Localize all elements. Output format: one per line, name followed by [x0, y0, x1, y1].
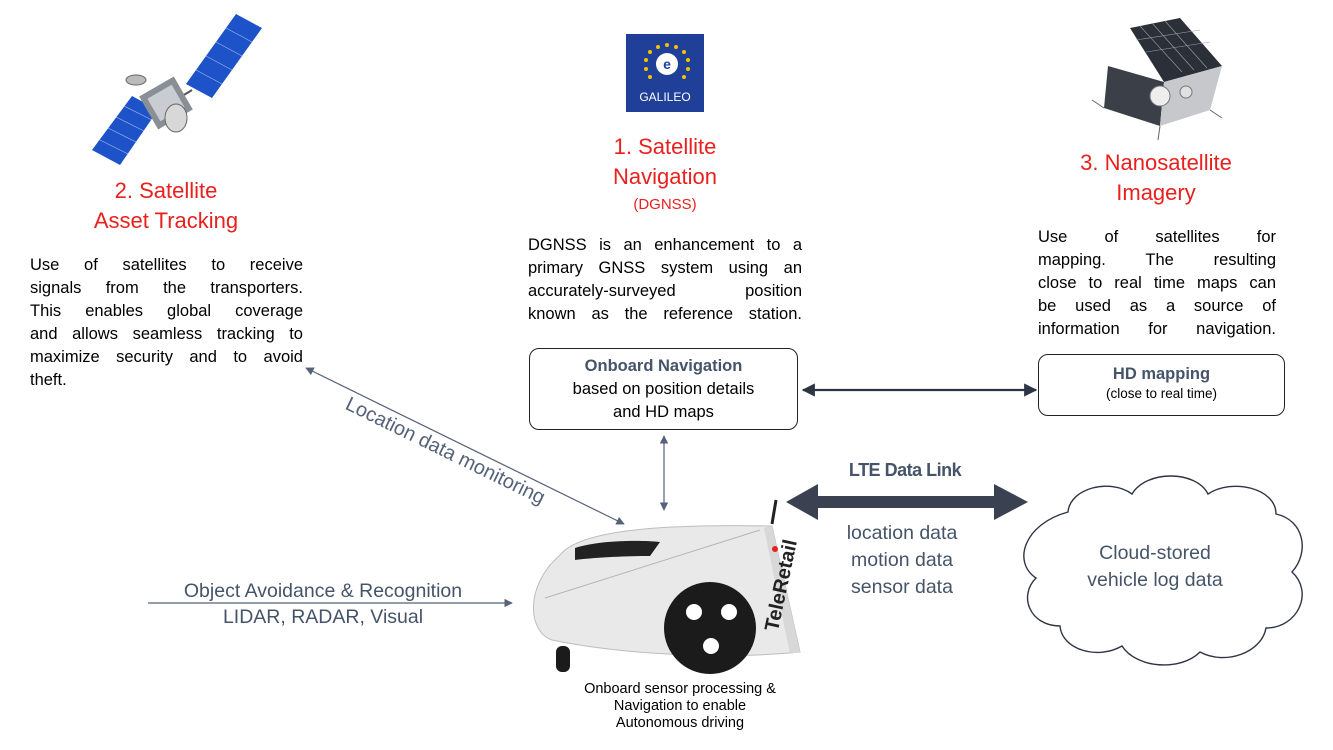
onboard-navigation-title: Onboard Navigation — [584, 357, 743, 375]
svg-text:e: e — [663, 56, 671, 72]
lte-item-motion: motion data — [851, 549, 953, 571]
tracking-line-6: theft. — [30, 371, 67, 389]
object-avoidance-line2: LIDAR, RADAR, Visual — [222, 606, 424, 628]
lte-data-link-arrow — [786, 484, 1028, 520]
nano-line-3: close to real time maps can — [1038, 274, 1276, 292]
nano-line-2: mapping. The resulting — [1038, 251, 1276, 269]
robot-caption-line1: Onboard sensor processing & — [584, 681, 776, 697]
lte-item-location: location data — [846, 522, 958, 544]
tracking-line-2: signals from the transporters. — [30, 279, 303, 297]
asset-tracking-title-line1: 2. Satellite — [114, 178, 218, 203]
cloud-line2: vehicle log data — [1087, 569, 1223, 591]
dgnss-line-2: primary GNSS system using an — [528, 259, 802, 277]
onboard-navigation-box: Onboard Navigation based on position det… — [529, 348, 798, 430]
satellite-navigation-title-line1: 1. Satellite — [613, 134, 717, 159]
nano-line-4: be used as a source of — [1038, 297, 1276, 315]
dgnss-line-1: DGNSS is an enhancement to a — [528, 236, 802, 254]
lte-item-sensor: sensor data — [851, 576, 953, 598]
nanosatellite-title-line1: 3. Nanosatellite — [1080, 150, 1232, 175]
robot-caption: Onboard sensor processing & Navigation t… — [540, 681, 820, 732]
nanosatellite-title-line2: Imagery — [1116, 180, 1196, 205]
cloud-label: Cloud-stored vehicle log data — [1050, 540, 1260, 594]
tracking-line-3: This enables global coverage — [30, 302, 303, 320]
hd-mapping-subtitle: (close to real time) — [1105, 386, 1218, 401]
satellite-navigation-title: 1. Satellite Navigation — [560, 132, 770, 192]
delivery-robot-image — [533, 499, 801, 674]
robot-caption-line2: Navigation to enable — [613, 698, 747, 714]
nanosatellite-title: 3. Nanosatellite Imagery — [1050, 148, 1262, 208]
nanosatellite-image — [1091, 18, 1223, 141]
cloud-shape — [1023, 475, 1303, 666]
robot-caption-line3: Autonomous driving — [615, 715, 745, 731]
galileo-logo-text: GALILEO — [639, 90, 691, 104]
satellite-navigation-subtitle: (DGNSS) — [633, 196, 697, 213]
satellite-navigation-description: DGNSS is an enhancement to a primary GNS… — [528, 234, 802, 326]
nano-line-1: Use of satellites for — [1038, 228, 1276, 246]
location-monitoring-arrow — [305, 367, 625, 525]
tracking-line-4: and allows seamless tracking to — [30, 325, 303, 343]
tracking-line-1: Use of satellites to receive — [30, 256, 303, 274]
object-avoidance-label: Object Avoidance & Recognition LIDAR, RA… — [140, 578, 506, 630]
cloud-line1: Cloud-stored — [1099, 542, 1211, 564]
hd-mapping-title: HD mapping — [1112, 365, 1211, 383]
dgnss-line-4: known as the reference station. — [528, 305, 802, 323]
nano-line-5: information for navigation. — [1038, 320, 1276, 338]
object-avoidance-line1: Object Avoidance & Recognition — [183, 580, 463, 602]
asset-tracking-satellite-image — [92, 14, 262, 165]
lte-title: LTE Data Link — [848, 460, 962, 480]
tracking-line-5: maximize security and to avoid — [30, 348, 303, 366]
asset-tracking-title: 2. Satellite Asset Tracking — [60, 176, 272, 236]
onboard-navigation-line2: and HD maps — [613, 403, 714, 421]
dgnss-line-3: accurately-surveyed position — [528, 282, 802, 300]
satellite-navigation-title-line2: Navigation — [613, 164, 717, 189]
galileo-logo: e — [626, 34, 704, 112]
onboard-navigation-line1: based on position details — [572, 380, 755, 398]
hd-mapping-box: HD mapping (close to real time) — [1038, 354, 1285, 416]
lte-items: location data motion data sensor data — [812, 520, 992, 601]
asset-tracking-description: Use of satellites to receive signals fro… — [30, 254, 303, 392]
asset-tracking-title-line2: Asset Tracking — [93, 208, 239, 233]
nanosatellite-description: Use of satellites for mapping. The resul… — [1038, 226, 1276, 341]
